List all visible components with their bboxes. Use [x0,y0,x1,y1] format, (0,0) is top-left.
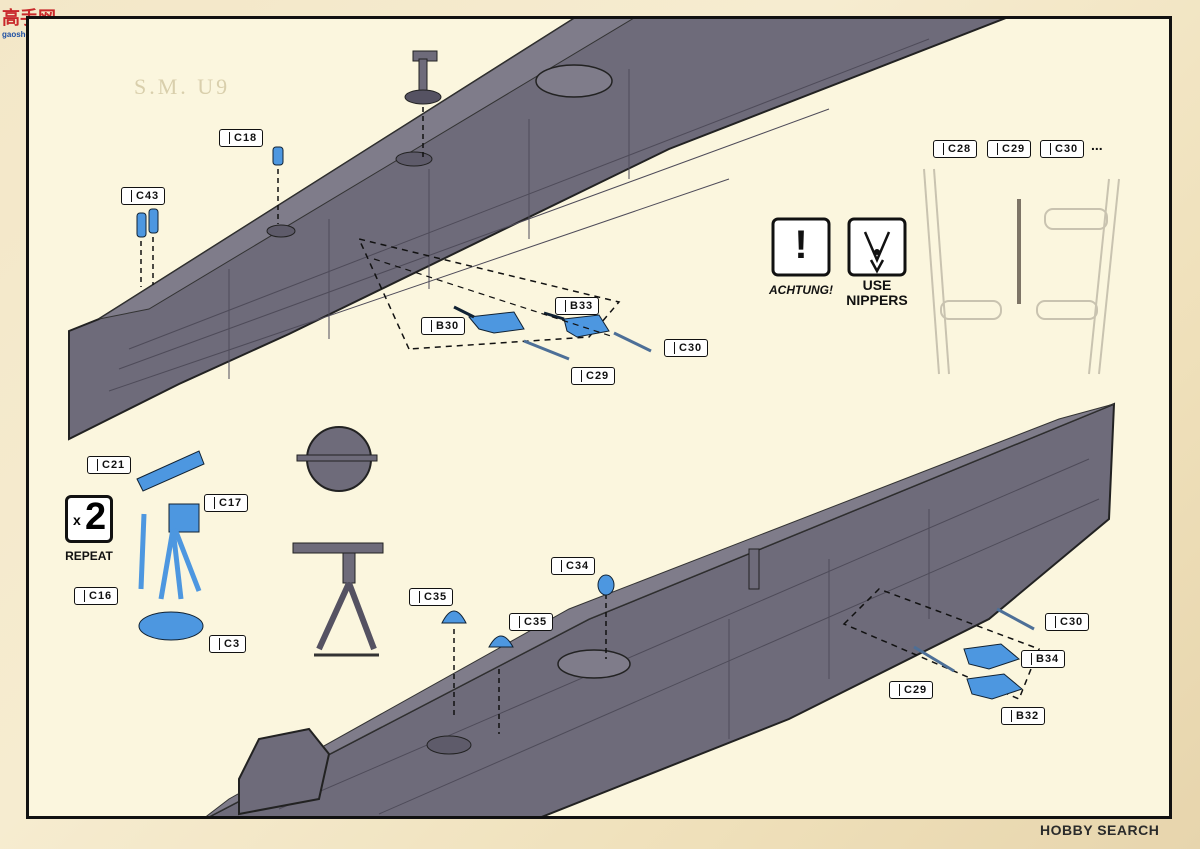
deck-gun-upper [404,50,442,159]
label-c28: C28 [933,140,978,158]
label-b33: B33 [555,297,600,315]
achtung-label: ACHTUNG! [769,283,833,297]
label-c35a: C35 [409,588,454,606]
label-c30-bottom: C30 [1045,613,1090,631]
label-c3: C3 [209,635,247,653]
label-c18: C18 [219,129,264,147]
label-b32: B32 [1001,707,1046,725]
machine-gun-parts [136,426,384,657]
upper-dive-planes [357,237,652,361]
label-c34: C34 [551,557,596,575]
sequence-ellipsis: ... [1091,137,1103,153]
label-c30-top: C30 [664,339,709,357]
sprue-diagram [923,168,1120,375]
lower-small-parts [441,574,615,648]
watermark: HOBBY SEARCH [1040,822,1160,838]
part-c43 [136,208,159,287]
lower-dive-planes [842,588,1040,700]
label-c29-seq: C29 [987,140,1032,158]
upper-hull [68,19,1007,441]
label-c29-bottom: C29 [889,681,934,699]
nippers-sign [847,217,907,277]
label-c30-seq: C30 [1040,140,1085,158]
label-c29-top: C29 [571,367,616,385]
instruction-frame: S.M. U9 [26,16,1172,819]
label-c43: C43 [121,187,166,205]
repeat-label: REPEAT [65,549,113,563]
assembly-diagram [68,19,1120,816]
lower-hull [206,402,1116,816]
repeat-box: x 2 [65,495,113,543]
part-c18 [272,146,284,224]
label-b30: B30 [421,317,466,335]
faint-title: S.M. U9 [134,74,231,99]
label-c16: C16 [74,587,119,605]
label-c17: C17 [204,494,249,512]
achtung-sign [771,217,831,277]
achtung-symbol: ! [794,223,808,267]
label-c35b: C35 [509,613,554,631]
label-b34: B34 [1021,650,1066,668]
label-c21: C21 [87,456,132,474]
